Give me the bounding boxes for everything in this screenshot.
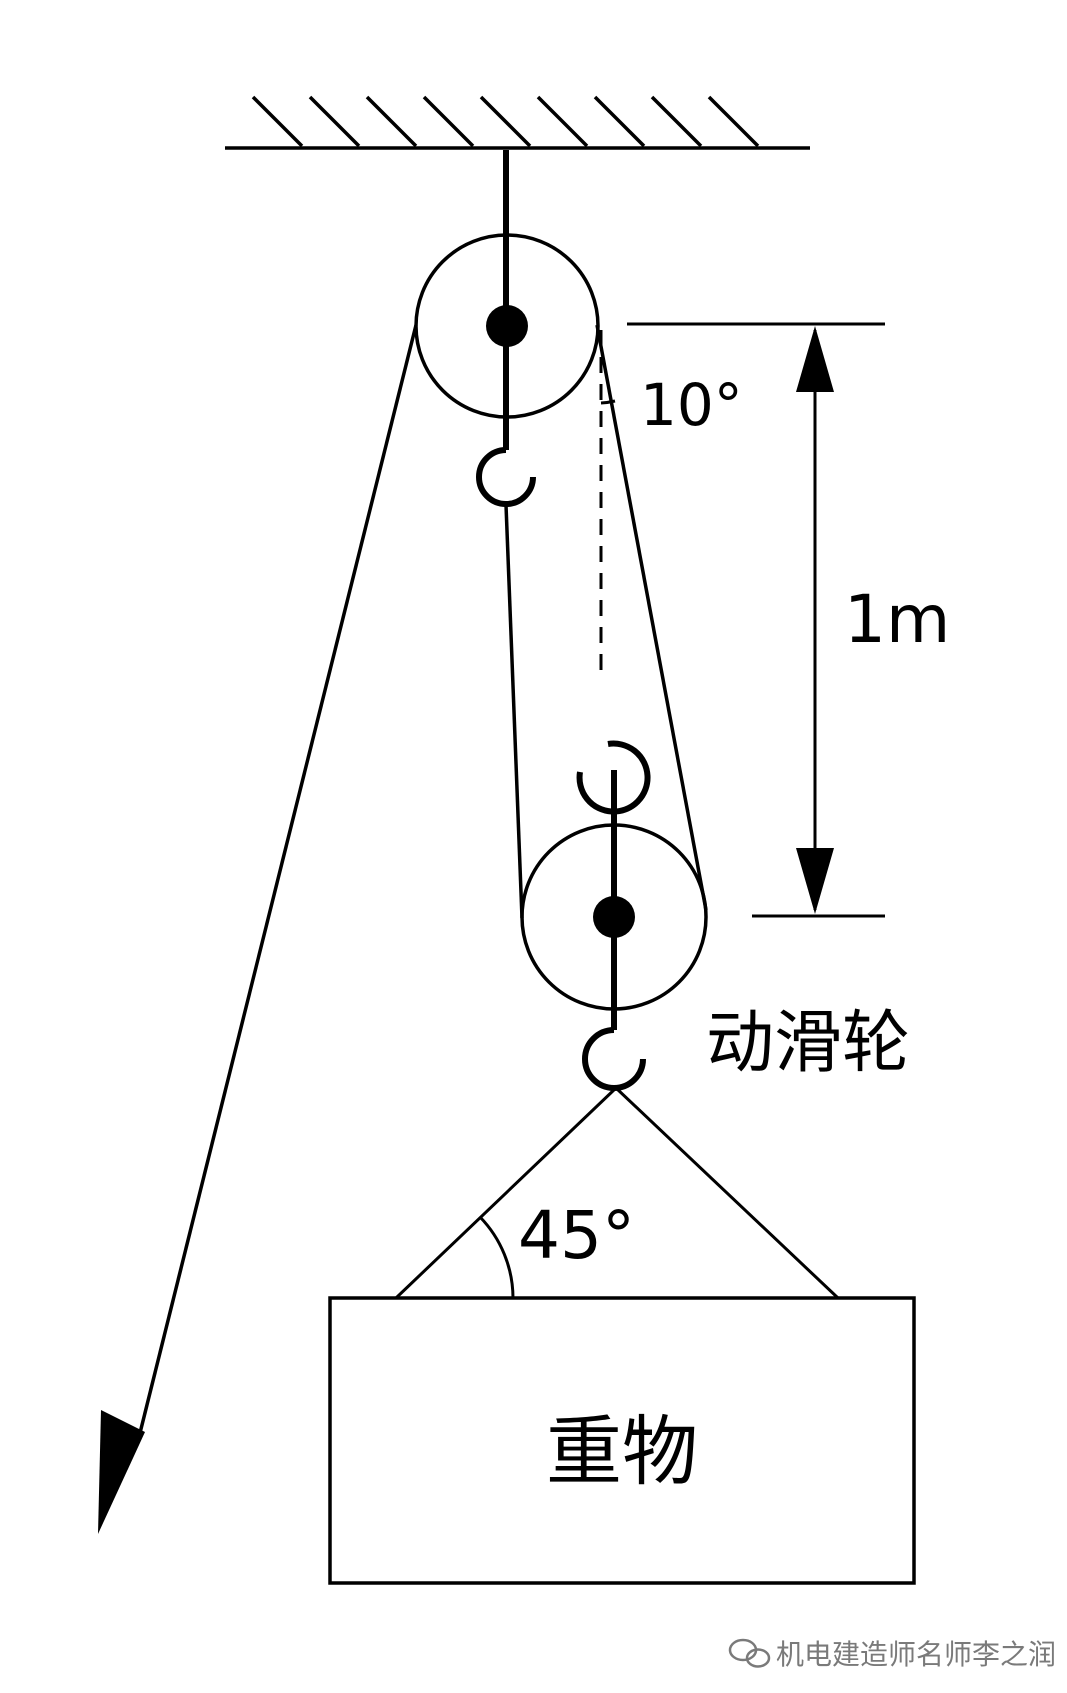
movable-pulley-bottom-hook: [582, 1027, 646, 1091]
movable-pulley: [520, 740, 708, 1091]
distance-label: 1m: [844, 581, 950, 658]
ceiling: [225, 95, 810, 150]
rope-pull-segment: [135, 324, 418, 1446]
fixed-pulley-hook: [476, 447, 536, 507]
movable-pulley-label: 动滑轮: [706, 1004, 910, 1083]
distance-dimension: [627, 322, 885, 918]
fixed-pulley-axle: [486, 305, 528, 347]
movable-pulley-wheel: [520, 823, 708, 1011]
sling-left: [394, 1086, 618, 1300]
angle-label-sling: 45°: [518, 1197, 635, 1274]
rope: [135, 324, 708, 1446]
dimension-arrow-down: [796, 848, 834, 914]
angle-arc-sling: [478, 1215, 515, 1299]
movable-pulley-top-hook: [576, 740, 651, 815]
fixed-pulley: [414, 150, 600, 507]
watermark: 机电建造师名师李之润: [728, 1638, 1056, 1671]
rope-left-segment: [504, 504, 524, 919]
movable-pulley-axle: [593, 896, 635, 938]
angle-label-top: 10°: [640, 371, 743, 439]
watermark-text: 机电建造师名师李之润: [776, 1638, 1056, 1671]
load-box: [328, 1296, 916, 1585]
pull-arrowhead: [98, 1410, 145, 1534]
dimension-arrow-up: [796, 326, 834, 392]
chat-bubble-icon: [728, 1638, 771, 1668]
load-label: 重物: [546, 1407, 698, 1496]
rope-right-segment: [595, 324, 708, 911]
angle-arc-top: [600, 399, 616, 405]
sling-right: [614, 1086, 840, 1300]
slings: [394, 1086, 840, 1300]
